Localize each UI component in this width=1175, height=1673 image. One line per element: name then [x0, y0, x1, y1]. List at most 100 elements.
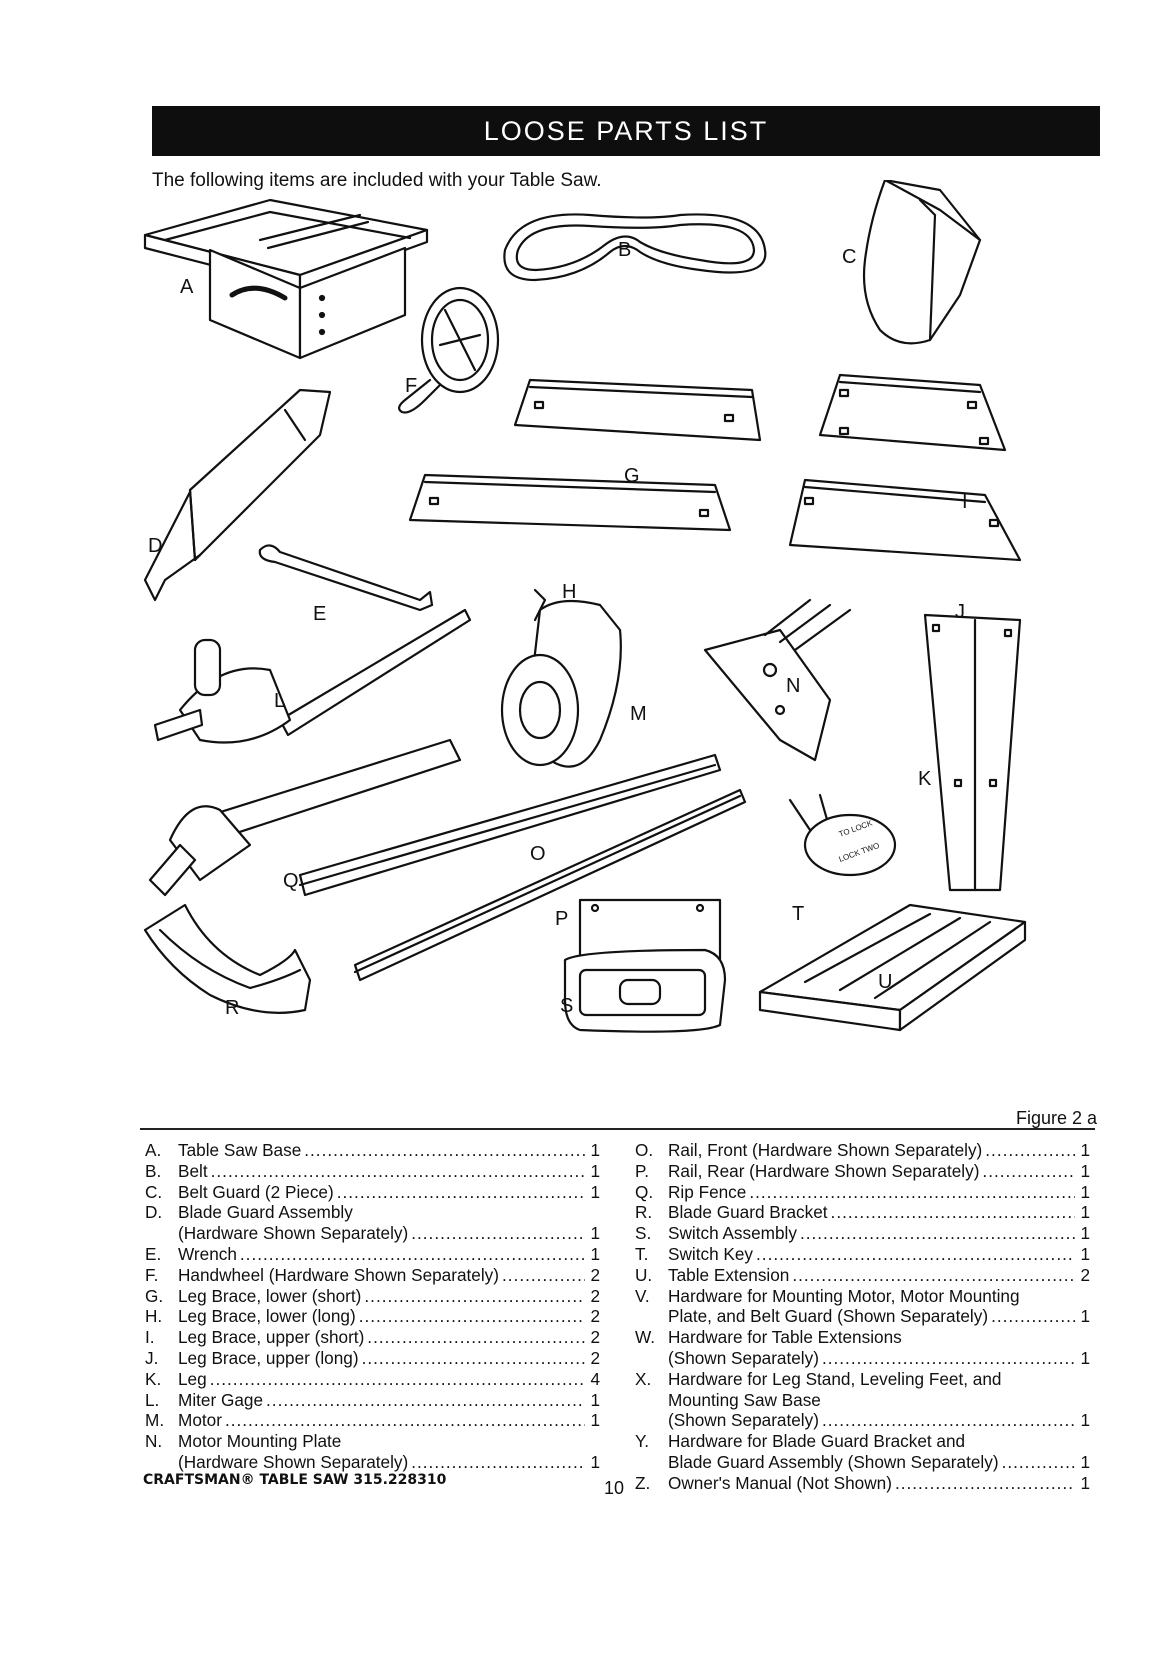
part-description: Table Extension	[668, 1264, 790, 1285]
part-item-row: (Hardware Shown Separately)1	[145, 1223, 600, 1244]
part-quantity: 1	[1080, 1243, 1090, 1264]
part-quantity: 1	[1080, 1451, 1090, 1472]
dot-leader	[982, 1161, 1075, 1182]
parts-illustration: A B C D E F G H I J K L M N O P Q R S T …	[143, 180, 1027, 1033]
part-quantity: 1	[1080, 1223, 1090, 1244]
part-item-row: F.Handwheel (Hardware Shown Separately)2	[145, 1265, 600, 1286]
label-o: O	[530, 843, 546, 865]
dot-leader	[1002, 1452, 1075, 1473]
label-e: E	[313, 603, 326, 625]
part-item-row: (Shown Separately)1	[635, 1348, 1090, 1369]
label-l: L	[274, 690, 285, 712]
dot-leader	[905, 1327, 1075, 1348]
part-quantity: 1	[1080, 1160, 1090, 1181]
label-k: K	[918, 768, 932, 790]
part-description: Motor Mounting Plate	[178, 1431, 342, 1452]
label-c: C	[842, 246, 856, 268]
label-b: B	[618, 239, 631, 261]
leg-brace-upper-short-drawing	[818, 373, 1007, 452]
label-d: D	[148, 535, 162, 557]
part-letter: P.	[635, 1160, 650, 1181]
part-item-row: E.Wrench1	[145, 1244, 600, 1265]
part-letter: S.	[635, 1223, 652, 1244]
part-description: Rip Fence	[668, 1181, 747, 1202]
dot-leader	[210, 1369, 585, 1390]
part-item-row: X.Hardware for Leg Stand, Leveling Feet,…	[635, 1369, 1090, 1390]
part-quantity: 1	[590, 1140, 600, 1160]
dot-leader	[822, 1348, 1075, 1369]
dot-leader	[502, 1265, 585, 1286]
part-item-row: N. Motor Mounting Plate	[145, 1431, 600, 1452]
part-quantity: 1	[590, 1451, 600, 1472]
part-description: Belt Guard (2 Piece)	[178, 1181, 334, 1202]
dot-leader	[824, 1390, 1075, 1411]
dot-leader	[362, 1348, 585, 1369]
part-quantity: 2	[590, 1327, 600, 1348]
label-p: P	[555, 908, 568, 930]
part-quantity: 1	[590, 1389, 600, 1410]
figure-caption: Figure 2 a	[1015, 1108, 1097, 1128]
part-description: Mounting Saw Base	[668, 1389, 821, 1410]
part-quantity: 1	[590, 1410, 600, 1431]
part-letter: M.	[145, 1410, 165, 1431]
part-item-row: M.Motor1	[145, 1410, 600, 1431]
dot-leader	[985, 1140, 1075, 1161]
part-quantity: 2	[1080, 1264, 1090, 1285]
leg-drawing	[923, 613, 1022, 892]
part-letter: N.	[145, 1431, 163, 1452]
leg-brace-lower-short-drawing	[513, 378, 762, 442]
part-description: (Hardware Shown Separately)	[178, 1451, 409, 1472]
dot-leader	[991, 1306, 1075, 1327]
part-quantity: 1	[590, 1181, 600, 1202]
part-letter: J.	[145, 1347, 159, 1368]
part-item-row: K.Leg4	[145, 1369, 600, 1390]
part-item-row: U.Table Extension2	[635, 1265, 1090, 1286]
dot-leader	[240, 1244, 585, 1265]
part-description: Hardware for Leg Stand, Leveling Feet, a…	[668, 1368, 1002, 1389]
dot-leader	[344, 1431, 585, 1452]
part-item-row: T.Switch Key1	[635, 1244, 1090, 1265]
motor-mounting-plate-drawing	[703, 598, 852, 762]
part-description: Hardware for Table Extensions	[668, 1327, 902, 1348]
motor-drawing	[500, 588, 622, 768]
part-letter: K.	[145, 1368, 162, 1389]
label-i: I	[962, 491, 968, 513]
part-quantity: 1	[1080, 1306, 1090, 1327]
part-description: Handwheel (Hardware Shown Separately)	[178, 1264, 499, 1285]
part-letter: V.	[635, 1285, 650, 1306]
dot-leader	[411, 1223, 585, 1244]
part-quantity: 1	[590, 1160, 600, 1181]
dot-leader	[1023, 1286, 1075, 1307]
part-letter: B.	[145, 1160, 162, 1181]
part-item-row: Q.Rip Fence1	[635, 1182, 1090, 1203]
dot-leader	[749, 1182, 1075, 1203]
part-item-row: Mounting Saw Base	[635, 1390, 1090, 1411]
part-description: Hardware for Mounting Motor, Motor Mount…	[668, 1285, 1020, 1306]
part-letter: O.	[635, 1140, 654, 1160]
part-letter: R.	[635, 1202, 653, 1223]
part-description: Leg Brace, upper (long)	[178, 1347, 359, 1368]
part-item-row: O.Rail, Front (Hardware Shown Separately…	[635, 1140, 1090, 1161]
part-item-row: (Shown Separately)1	[635, 1410, 1090, 1431]
dot-leader	[800, 1223, 1075, 1244]
page-number: 10	[604, 1478, 625, 1498]
dot-leader	[411, 1452, 585, 1473]
part-description: Plate, and Belt Guard (Shown Separately)	[668, 1306, 989, 1327]
label-s: S	[560, 995, 573, 1017]
part-description: Blade Guard Assembly (Shown Separately)	[668, 1451, 999, 1472]
blade-guard-drawing	[143, 388, 332, 602]
part-quantity: 1	[1080, 1347, 1090, 1368]
part-quantity: 2	[590, 1347, 600, 1368]
rail-rear-drawing	[353, 788, 747, 982]
part-item-row: Z.Owner's Manual (Not Shown)1	[635, 1473, 1090, 1494]
dot-leader	[356, 1202, 585, 1223]
wrench-drawing	[258, 544, 434, 612]
part-quantity: 2	[590, 1306, 600, 1327]
dot-leader	[364, 1286, 585, 1307]
handwheel-drawing	[398, 286, 500, 414]
switch-key-drawing	[788, 793, 897, 877]
part-item-row: B.Belt1	[145, 1161, 600, 1182]
part-item-row: A.Table Saw Base1	[145, 1140, 600, 1161]
label-r: R	[225, 997, 239, 1019]
part-quantity: 1	[590, 1223, 600, 1244]
